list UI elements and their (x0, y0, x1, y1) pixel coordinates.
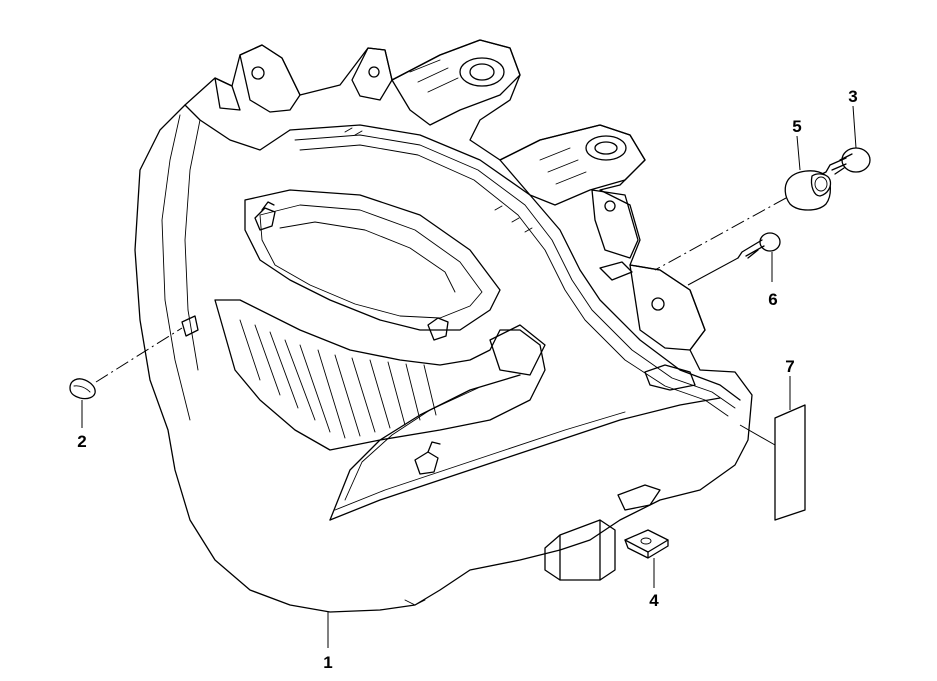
bulb-socket-upper (254, 201, 276, 231)
part-7-label (739, 404, 806, 521)
callout-5: 5 (792, 117, 801, 136)
callout-3: 3 (848, 87, 857, 106)
headlamp-housing (134, 39, 753, 613)
callout-6: 6 (768, 290, 777, 309)
bulb-socket-lower (414, 441, 441, 475)
part-3-screw (817, 147, 871, 177)
callout-2: 2 (77, 432, 86, 451)
part-2-cap (69, 327, 183, 400)
adjuster-pin-left (181, 315, 199, 337)
part-5-grommet (654, 170, 832, 271)
leader-lines (81, 105, 857, 648)
part-4-nut-clip (624, 529, 669, 559)
callout-4: 4 (649, 591, 659, 610)
part-6-screw (687, 232, 781, 286)
callout-7: 7 (785, 357, 794, 376)
bulb-socket-center (427, 317, 449, 341)
callout-1: 1 (323, 653, 332, 672)
reflector-hatching (239, 319, 437, 439)
